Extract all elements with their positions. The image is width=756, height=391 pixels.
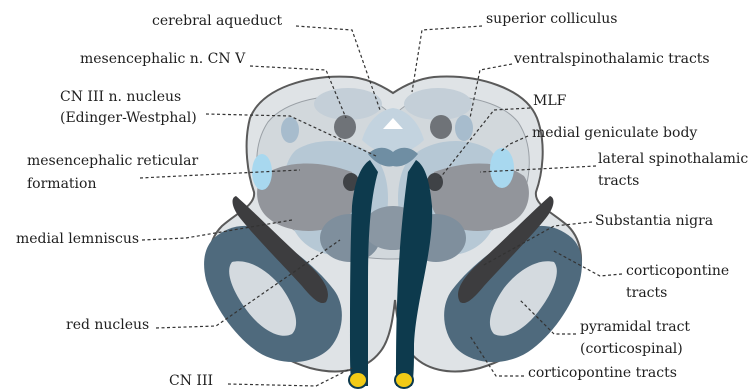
label-corticopontine-lower: corticopontine tracts — [528, 364, 677, 383]
superior-colliculus-right — [404, 88, 472, 120]
ventral-spinothalamic-left — [281, 117, 299, 143]
label-cerebral-aqueduct: cerebral aqueduct — [152, 12, 282, 31]
mesencephalic-nucleus-right — [430, 115, 452, 139]
label-ventral-spinothalamic: ventralspinothalamic tracts — [514, 50, 710, 69]
label-medial-lemniscus: medial lemniscus — [16, 230, 139, 249]
label-cn3-nucleus-line2: (Edinger-Westphal) — [60, 109, 197, 128]
label-pyramidal-line1: pyramidal tract — [580, 318, 690, 337]
label-superior-colliculus: superior colliculus — [486, 10, 617, 29]
ventral-spinothalamic-right — [455, 115, 473, 141]
label-cn3-nucleus-line1: CN III n. nucleus — [60, 88, 181, 107]
label-corticopontine-upper-line2: tracts — [626, 284, 667, 303]
label-corticopontine-upper-line1: corticopontine — [626, 262, 729, 281]
label-reticular-line2: formation — [27, 175, 96, 194]
label-pyramidal-line2: (corticospinal) — [580, 340, 683, 359]
label-red-nucleus: red nucleus — [66, 316, 149, 335]
label-cn3: CN III — [169, 372, 213, 391]
mesencephalic-nucleus-left — [334, 115, 356, 139]
label-reticular-line1: mesencephalic reticular — [27, 152, 198, 171]
label-mlf: MLF — [533, 92, 566, 111]
label-lateral-spinothalamic-line1: lateral spinothalamic — [598, 150, 748, 169]
superior-colliculus-left — [314, 88, 382, 120]
label-substantia-nigra: Substantia nigra — [595, 212, 713, 231]
cn3-tip-right — [395, 372, 413, 388]
label-mesencephalic-n-cn5: mesencephalic n. CN V — [80, 50, 245, 69]
lateral-spinothalamic-right — [490, 148, 514, 188]
label-lateral-spinothalamic-line2: tracts — [598, 172, 639, 191]
cn3-tip-left — [349, 372, 367, 388]
label-medial-geniculate: medial geniculate body — [532, 124, 697, 143]
